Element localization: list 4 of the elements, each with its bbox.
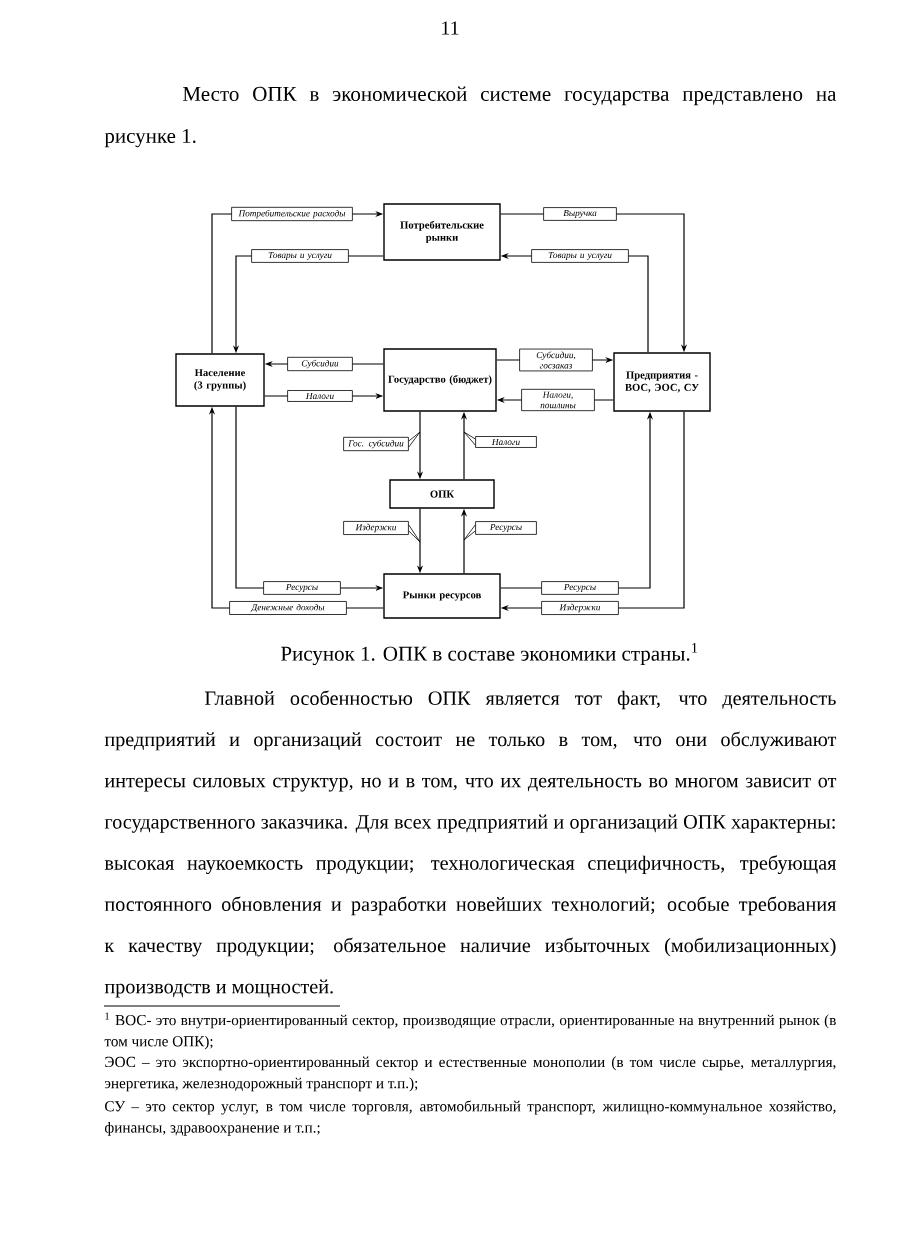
paragraph: Место ОПК в экономической системе государства представлено на рисунке 1. [104, 86, 837, 148]
page-number: 11 [442, 21, 459, 35]
figure-caption: Рисунок 1. ОПК в составе экономики страны.$^{1}$ [281, 642, 698, 666]
paragraph: Главной особенностью ОПК является тот факт, что деятельность предприятий и организаций состоит не только в том, что они обслуживают интересы силовых структур, но и в том, что их деятельность во многом зависит от государственного заказчика. Для всех предприятий и организаций ОПК характерны: высокая наукоемкость продукции; технологическая специфичность, требующая постоянного обновления и разработки новейших технологий; особые требования к качеству продукции; обязательное наличие избыточных (мобилизационных) производств и мощностей. [104, 690, 837, 998]
